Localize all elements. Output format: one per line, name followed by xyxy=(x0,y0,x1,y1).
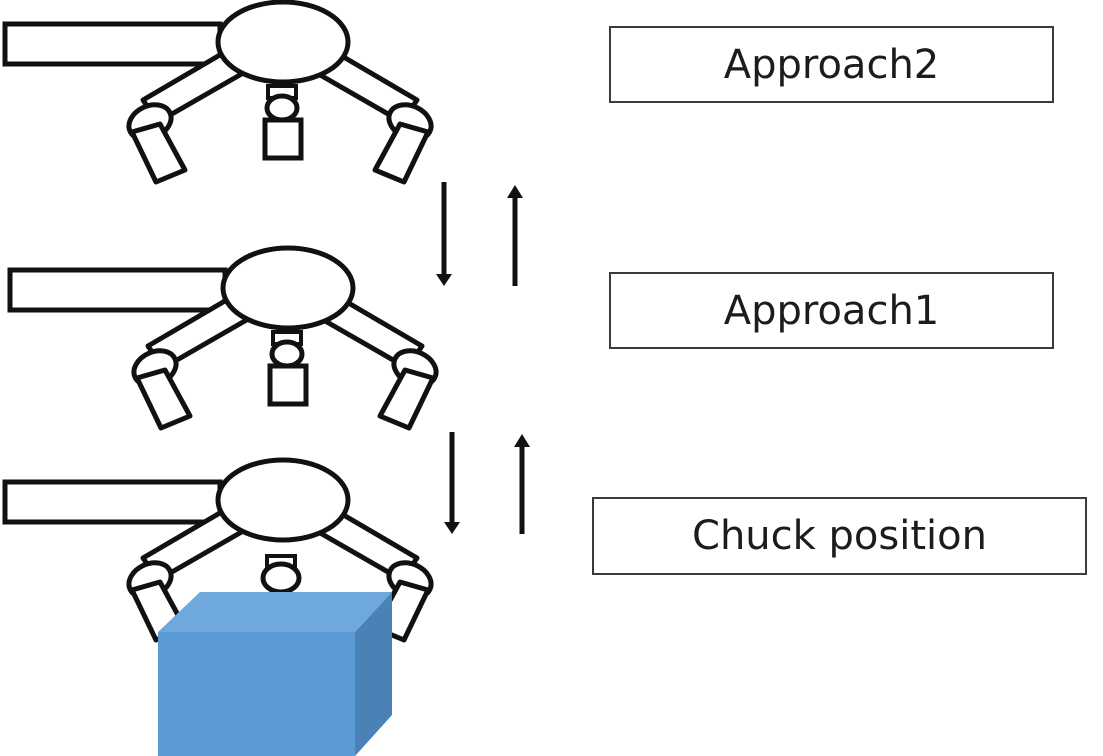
label-approach2: Approach2 xyxy=(609,26,1054,103)
gripper-approach2 xyxy=(5,2,437,182)
cube-front xyxy=(158,632,355,756)
arrow-down-1 xyxy=(436,182,452,286)
label-chuck-position: Chuck position xyxy=(592,497,1087,575)
gripper-approach1 xyxy=(10,248,442,428)
label-approach1: Approach1 xyxy=(609,272,1054,349)
arrow-up-1 xyxy=(507,185,523,286)
cube-side xyxy=(355,592,392,756)
arrow-up-2 xyxy=(514,434,530,534)
cube-top xyxy=(158,592,392,632)
arrow-down-2 xyxy=(444,432,460,534)
workpiece-cube xyxy=(158,592,392,756)
